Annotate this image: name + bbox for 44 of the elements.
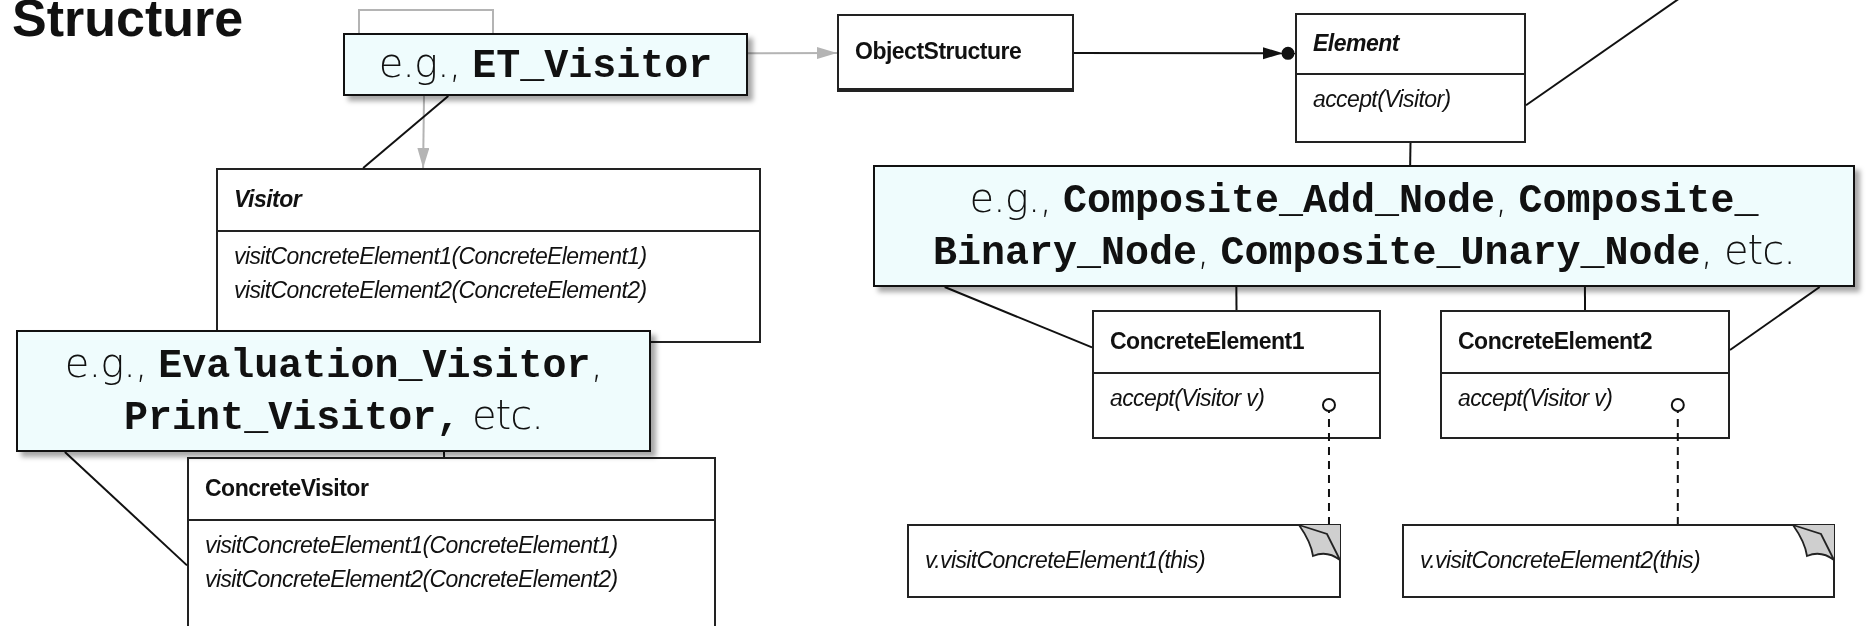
class-box xyxy=(216,168,761,343)
callout-box xyxy=(16,330,651,452)
connector-line xyxy=(1583,286,1586,311)
connector-line xyxy=(1409,142,1412,166)
operation-text: accept(Visitor v) xyxy=(1110,384,1266,413)
arrow xyxy=(1073,46,1296,60)
note-link xyxy=(1670,398,1685,525)
operation-text: visitConcreteElement2(ConcreteElement2) xyxy=(205,564,619,594)
note-box xyxy=(907,524,1341,598)
leader-line xyxy=(63,451,188,567)
operation-text: accept(Visitor v) xyxy=(1458,384,1614,413)
operation-text: visitConcreteElement2(ConcreteElement2) xyxy=(234,275,648,305)
leader-line xyxy=(943,286,1093,349)
class-box xyxy=(1295,13,1526,143)
class-name: Visitor xyxy=(234,186,302,214)
class-box xyxy=(1092,310,1381,439)
callout-box xyxy=(343,33,748,96)
operation-text: visitConcreteElement1(ConcreteElement1) xyxy=(205,531,619,560)
callout-box xyxy=(873,165,1855,287)
leader-line xyxy=(362,95,450,169)
leader-line xyxy=(1525,0,1681,107)
class-name: Element xyxy=(1313,30,1399,58)
class-box xyxy=(837,14,1074,92)
class-name: ConcreteElement2 xyxy=(1458,328,1652,356)
connector-line xyxy=(1235,286,1238,311)
leader-line xyxy=(1729,286,1821,351)
diagram-title: Structure xyxy=(12,0,244,48)
callout-text: e.g., ET_Visitor xyxy=(378,38,713,91)
class-box xyxy=(187,457,716,626)
note-text: v.visitConcreteElement2(this) xyxy=(1420,547,1700,575)
class-name: ObjectStructure xyxy=(855,38,1022,66)
callout-text: e.g., Evaluation_Visitor, Print_Visitor, etc. xyxy=(63,339,604,443)
operation-text: accept(Visitor) xyxy=(1313,85,1452,114)
note-box xyxy=(1402,524,1835,598)
operation-text: visitConcreteElement1(ConcreteElement1) xyxy=(234,242,648,271)
class-name: ConcreteVisitor xyxy=(205,475,369,503)
connector-line xyxy=(443,451,446,458)
callout-text: e.g., Composite_Add_Node, Composite_ Binary_Node, Composite_Unary_Node, etc. xyxy=(932,174,1796,278)
arrow xyxy=(417,95,430,169)
arrow xyxy=(747,47,838,60)
note-link xyxy=(1322,398,1336,525)
note-text: v.visitConcreteElement1(this) xyxy=(925,547,1205,575)
class-box xyxy=(1440,310,1730,439)
class-name: ConcreteElement1 xyxy=(1110,328,1304,356)
